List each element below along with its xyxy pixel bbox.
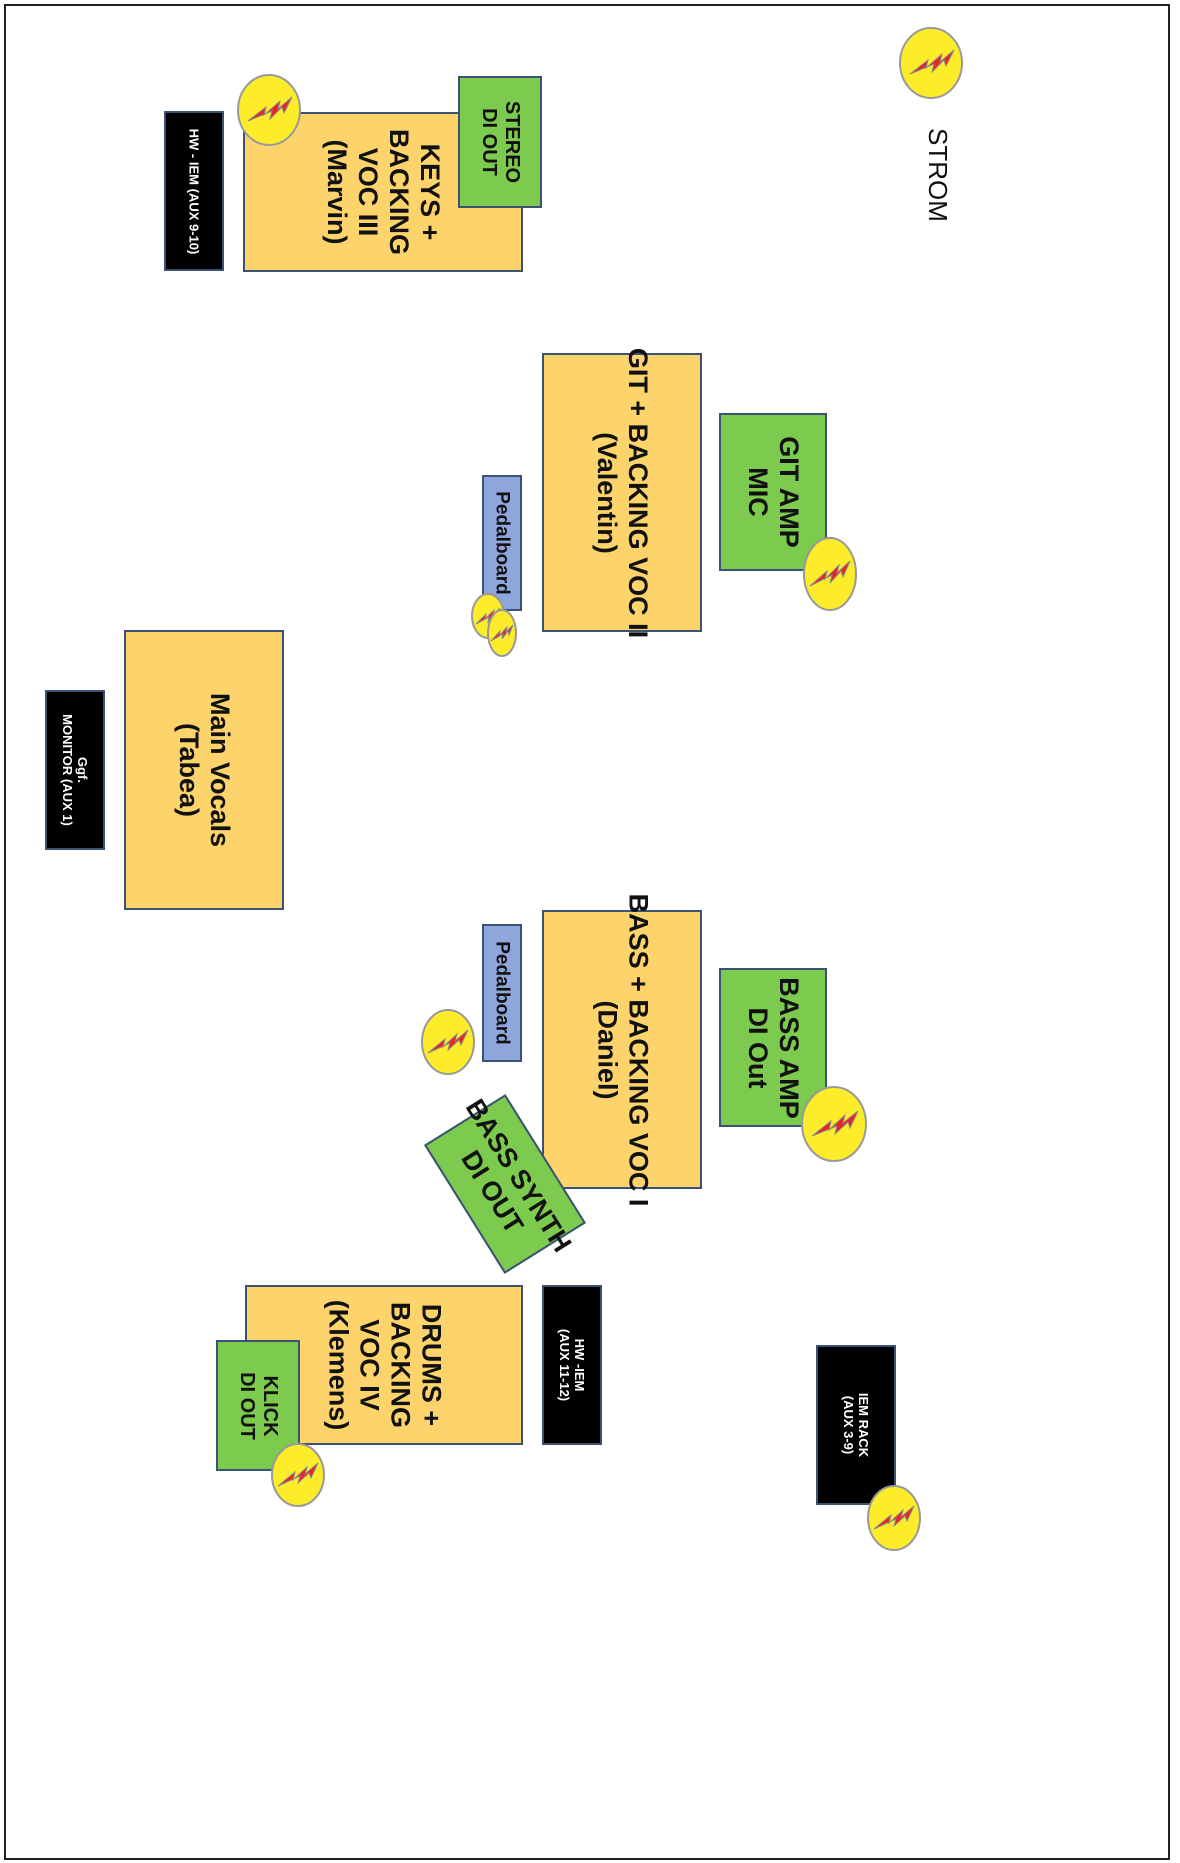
iem-rack-label: IEM RACK (AUX 3-9)	[841, 1392, 871, 1458]
guitar-position: GIT + BACKING VOC II (Valentin)	[542, 347, 702, 638]
vocals-position: Main Vocals (Tabea)	[124, 630, 284, 910]
power-outlet-icon	[237, 74, 301, 146]
guitar-pedalboard-box: Pedalboard	[482, 475, 522, 611]
git-amp-label: GIT AMP MIC	[743, 436, 804, 548]
bass-position: BASS + BACKING VOC I (Daniel)	[542, 893, 702, 1206]
iem-rack-box: IEM RACK (AUX 3-9)	[816, 1345, 896, 1505]
power-outlet-icon	[867, 1485, 921, 1551]
vocal-monitor-label: Ggf. MONITOR (AUX 1)	[60, 714, 90, 826]
drums-iem-label: HW -IEM (AUX 11-12)	[557, 1328, 587, 1402]
power-outlet-icon	[899, 27, 963, 99]
strom-label: STROM	[923, 128, 953, 222]
git-amp-box: GIT AMP MIC	[719, 413, 827, 571]
guitar-pedalboard-label: Pedalboard	[492, 491, 514, 595]
power-outlet-icon	[271, 1443, 325, 1507]
drums-label: DRUMS + BACKING VOC IV (Klemens)	[323, 1299, 446, 1431]
vocal-monitor-box: Ggf. MONITOR (AUX 1)	[45, 690, 105, 850]
keys-label: KEYS + BACKING VOC III (Marvin)	[322, 129, 445, 255]
stage-frame	[4, 4, 1170, 1860]
bass-pedalboard-label: Pedalboard	[492, 941, 514, 1045]
bass-amp-label: BASS AMP DI Out	[743, 976, 805, 1119]
power-outlet-icon	[487, 609, 517, 657]
klick-label: KLICK DI OUT	[236, 1371, 281, 1440]
keys-iem-box: HW - IEM (AUX 9-10)	[164, 111, 224, 271]
drums-iem-box: HW -IEM (AUX 11-12)	[542, 1285, 602, 1445]
power-outlet-icon	[421, 1009, 475, 1075]
guitar-label: GIT + BACKING VOC II (Valentin)	[592, 347, 653, 638]
stereo-di-box: STEREO DI OUT	[458, 76, 542, 208]
vocals-label: Main Vocals (Tabea)	[174, 692, 235, 848]
bass-pedalboard-box: Pedalboard	[482, 924, 522, 1062]
power-outlet-icon	[801, 1086, 867, 1162]
keys-iem-label: HW - IEM (AUX 9-10)	[186, 128, 202, 254]
bass-label: BASS + BACKING VOC I (Daniel)	[592, 893, 654, 1206]
power-outlet-icon	[803, 537, 857, 611]
bass-amp-box: BASS AMP DI Out	[719, 968, 827, 1127]
stereo-di-label: STEREO DI OUT	[478, 100, 523, 184]
